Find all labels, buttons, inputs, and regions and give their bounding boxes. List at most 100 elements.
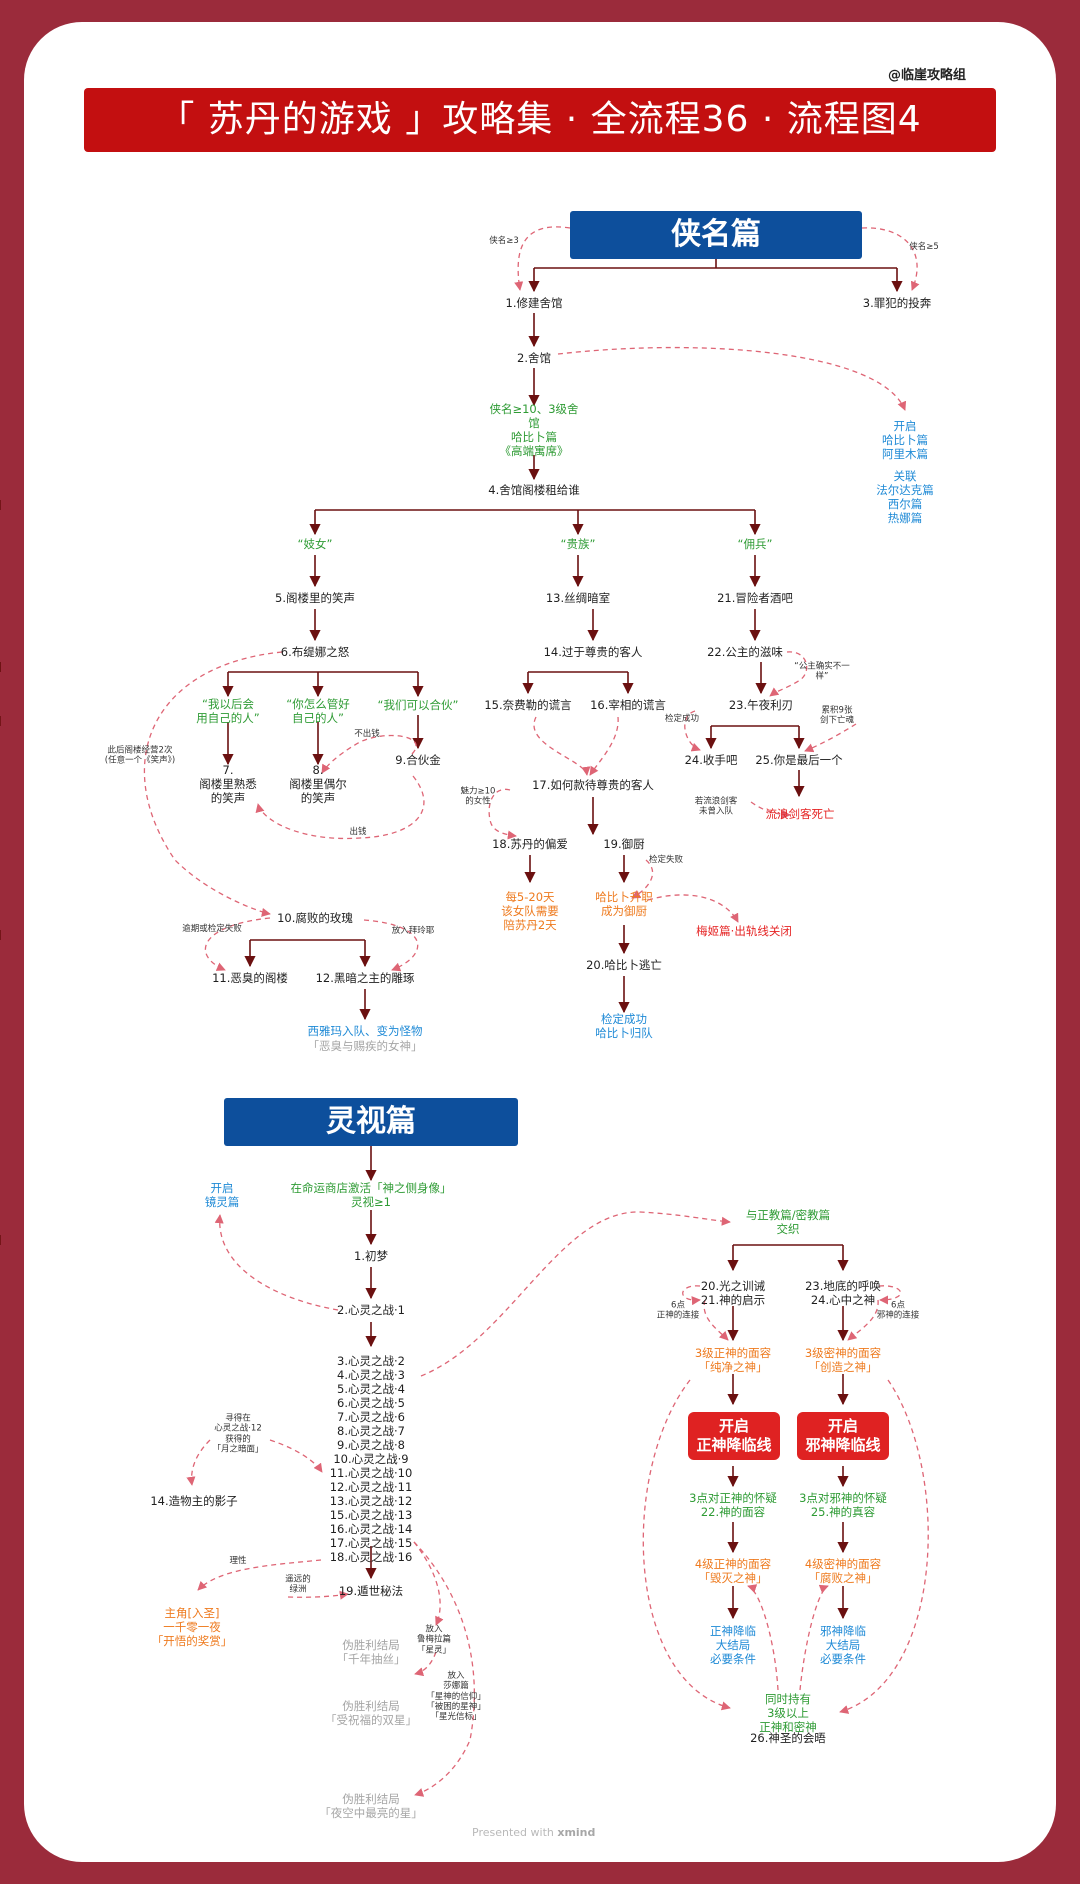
dashed-connector-5 bbox=[861, 227, 920, 291]
red-box-orthodox-descent: 开启 正神降临线 bbox=[688, 1412, 780, 1460]
dashed-connector-49 bbox=[589, 716, 619, 776]
diagram-node-n52: 检定成功 哈比卜归队 bbox=[595, 1011, 653, 1040]
dashed-connector-79 bbox=[847, 1299, 879, 1341]
xmind-logo: xmind bbox=[557, 1826, 596, 1839]
footer-prefix: Presented with bbox=[472, 1826, 558, 1839]
dashed-connector-77 bbox=[878, 1285, 902, 1305]
diagram-node-n2: 3.罪犯的投奔 bbox=[862, 295, 932, 310]
diagram-node-n62: 3级正神的面容 「纯净之神」 bbox=[694, 1345, 772, 1374]
author-credit: @临崖攻略组 bbox=[888, 68, 967, 83]
dashed-connector-88 bbox=[642, 1379, 731, 1711]
diagram-node-n15: 14.过于尊贵的客人 bbox=[543, 644, 643, 659]
diagram-node-n65: 寻得在 心灵之战·12 获得的 「月之暗面」 bbox=[212, 1413, 264, 1455]
diagram-node-n40: 检定失败 bbox=[648, 854, 684, 865]
diagram-node-n49: 20.哈比卜逃亡 bbox=[586, 957, 662, 972]
diagram-node-n64: 3.心灵之战·2 4.心灵之战·3 5.心灵之战·4 6.心灵之战·5 7.心灵… bbox=[329, 1353, 413, 1565]
dashed-connector-69 bbox=[420, 1211, 731, 1377]
dashed-connector-61 bbox=[363, 919, 419, 972]
dashed-connector-95 bbox=[287, 1590, 349, 1600]
diagram-node-n50: 西雅玛入队、变为怪物 bbox=[307, 1023, 423, 1038]
poster-card bbox=[24, 22, 1056, 1862]
dashed-connector-52 bbox=[647, 894, 739, 923]
diagram-node-n48: 12.黑暗之主的雕琢 bbox=[315, 970, 415, 985]
diagram-node-n41: 每5-20天 该女队需要 陪苏丹2天 bbox=[501, 889, 559, 933]
dashed-connector-94 bbox=[197, 1559, 322, 1591]
diagram-node-n30: 9.合伙金 bbox=[395, 752, 441, 767]
dashed-connector-96 bbox=[413, 1541, 476, 1797]
diagram-node-n74: 主角[入圣] 一千零一夜 「开悟的奖赏」 bbox=[151, 1605, 233, 1649]
diagram-node-n20: “我们可以合伙” bbox=[377, 697, 459, 712]
diagram-node-n83: 伪胜利结局 「夜空中最亮的星」 bbox=[319, 1791, 423, 1820]
diagram-node-n69: 理性 bbox=[229, 1555, 247, 1566]
diagram-node-n19: “你怎么管好 自己的人” bbox=[286, 696, 350, 725]
diagram-node-n51: 「恶臭与赐疾的女神」 bbox=[307, 1038, 423, 1053]
dashed-connector-98 bbox=[414, 1651, 437, 1677]
diagram-node-n56: 1.初梦 bbox=[354, 1248, 388, 1263]
diagram-node-n24: 检定成功 bbox=[664, 713, 700, 724]
diagram-node-n23: 23.午夜利刃 bbox=[728, 697, 794, 712]
diagram-node-n81: 同时持有 3级以上 正神和密神 bbox=[759, 1691, 817, 1735]
diagram-node-n45: 逾期或检定失败 bbox=[182, 923, 242, 934]
diagram-node-n70: 遥远的 绿洲 bbox=[285, 1574, 311, 1595]
diagram-node-n75: 放入 鲁梅拉篇 「星灵」 bbox=[416, 1624, 452, 1656]
diagram-node-n54: 在命运商店激活「神之侧身像」 灵视≥1 bbox=[290, 1180, 452, 1209]
diagram-node-n29: 8. 阁楼里偶尔 的笑声 bbox=[289, 762, 347, 806]
dashed-connector-89 bbox=[839, 1379, 929, 1714]
diagram-node-n84: 侠名≥3 bbox=[489, 235, 519, 246]
dashed-connector-55 bbox=[321, 734, 417, 774]
diagram-node-n9: “贵族” bbox=[560, 536, 596, 551]
diagram-node-n36: 流浪剑客死亡 bbox=[765, 806, 835, 821]
diagram-node-n42: 哈比卜升职 成为御厨 bbox=[595, 889, 653, 918]
diagram-node-n14: 6.布缇娜之怒 bbox=[280, 644, 350, 659]
diagram-node-n5: 开启 哈比卜篇 阿里木篇 bbox=[882, 418, 928, 462]
diagram-node-n44: 10.腐败的玫瑰 bbox=[277, 910, 353, 925]
diagram-node-n38: 18.苏丹的偏爱 bbox=[492, 836, 568, 851]
diagram-node-n10: “佣兵” bbox=[737, 536, 773, 551]
diagram-node-n39: 19.御厨 bbox=[603, 836, 645, 851]
diagram-node-n27: 不出钱 bbox=[354, 728, 380, 739]
dashed-connector-93 bbox=[186, 1439, 211, 1486]
diagram-node-n4: 侠名≥10、3级舍 馆 哈比卜篇 《高端寓席》 bbox=[489, 401, 579, 459]
diagram-node-n34: 魅力≥10 的女性 bbox=[460, 786, 496, 807]
diagram-node-n32: 25.你是最后一个 bbox=[755, 752, 843, 767]
diagram-node-n80: 伪胜利结局 「受祝福的双星」 bbox=[325, 1698, 417, 1727]
diagram-node-n63: 3级密神的面容 「创造之神」 bbox=[804, 1345, 882, 1374]
dashed-connector-51 bbox=[631, 859, 654, 899]
diagram-node-n60: 6点 邪神的连接 bbox=[876, 1300, 920, 1321]
diagram-node-n35: 若流浪剑客 未曾入队 bbox=[694, 796, 738, 817]
section-header-lingshi: 灵视篇 bbox=[224, 1098, 518, 1146]
section-header-xiaming: 侠名篇 bbox=[570, 211, 862, 259]
diagram-node-n68: 3点对邪神的怀疑 25.神的真容 bbox=[799, 1490, 887, 1519]
dashed-connector-44 bbox=[684, 710, 701, 752]
dashed-connector-76 bbox=[682, 1285, 701, 1306]
diagram-node-n76: 伪胜利结局 「千年抽丝」 bbox=[336, 1637, 406, 1666]
diagram-node-n25: 累积9张 剑下亡魂 bbox=[819, 705, 855, 726]
diagram-node-n7: 4.舍馆阁楼租给谁 bbox=[488, 482, 580, 497]
dashed-connector-68 bbox=[214, 1214, 339, 1311]
red-box-evil-descent: 开启 邪神降临线 bbox=[797, 1412, 889, 1460]
diagram-node-n17: “公主确实不一 样” bbox=[794, 661, 850, 682]
diagram-node-n18: “我以后会 用自己的人” bbox=[196, 696, 260, 725]
diagram-node-n28: 7. 阁楼里熟悉 的笑声 bbox=[199, 762, 257, 806]
diagram-node-n21: 15.奈费勒的谎言 bbox=[484, 697, 572, 712]
diagram-node-n55: 与正教篇/密教篇 交织 bbox=[745, 1207, 831, 1236]
diagram-node-n11: 5.阁楼里的笑声 bbox=[275, 590, 355, 605]
diagram-node-n43: 梅姬篇·出轨线关闭 bbox=[696, 923, 792, 938]
diagram-node-n57: 20.光之训诫 21.神的启示 bbox=[700, 1278, 766, 1307]
diagram-node-n85: 侠名≥5 bbox=[909, 241, 939, 252]
diagram-node-n26: 此后阁楼经营2次 (任意一个《笑声》) bbox=[104, 745, 176, 766]
diagram-node-n12: 13.丝绸暗室 bbox=[545, 590, 611, 605]
diagram-node-n1: 1.修建舍馆 bbox=[505, 295, 563, 310]
diagram-node-n71: 19.遁世秘法 bbox=[338, 1583, 404, 1598]
diagram-node-n16: 22.公主的滋味 bbox=[707, 644, 783, 659]
diagram-node-n77: 正神降临 大结局 必要条件 bbox=[710, 1623, 756, 1667]
diagram-node-n78: 邪神降临 大结局 必要条件 bbox=[820, 1623, 866, 1667]
diagram-node-n31: 24.收手吧 bbox=[684, 752, 738, 767]
dashed-connector-78 bbox=[703, 1299, 729, 1341]
dashed-connector-4 bbox=[514, 226, 571, 291]
diagram-node-n58: 23.地底的呼唤 24.心中之神 bbox=[805, 1278, 881, 1307]
diagram-node-n37: 出钱 bbox=[349, 826, 367, 837]
diagram-node-n79: 放入 莎娜篇 「星神的信仰」 「被困的星神」 「星光信标」 bbox=[426, 1671, 486, 1723]
diagram-node-n33: 17.如何款待尊贵的客人 bbox=[532, 777, 654, 792]
